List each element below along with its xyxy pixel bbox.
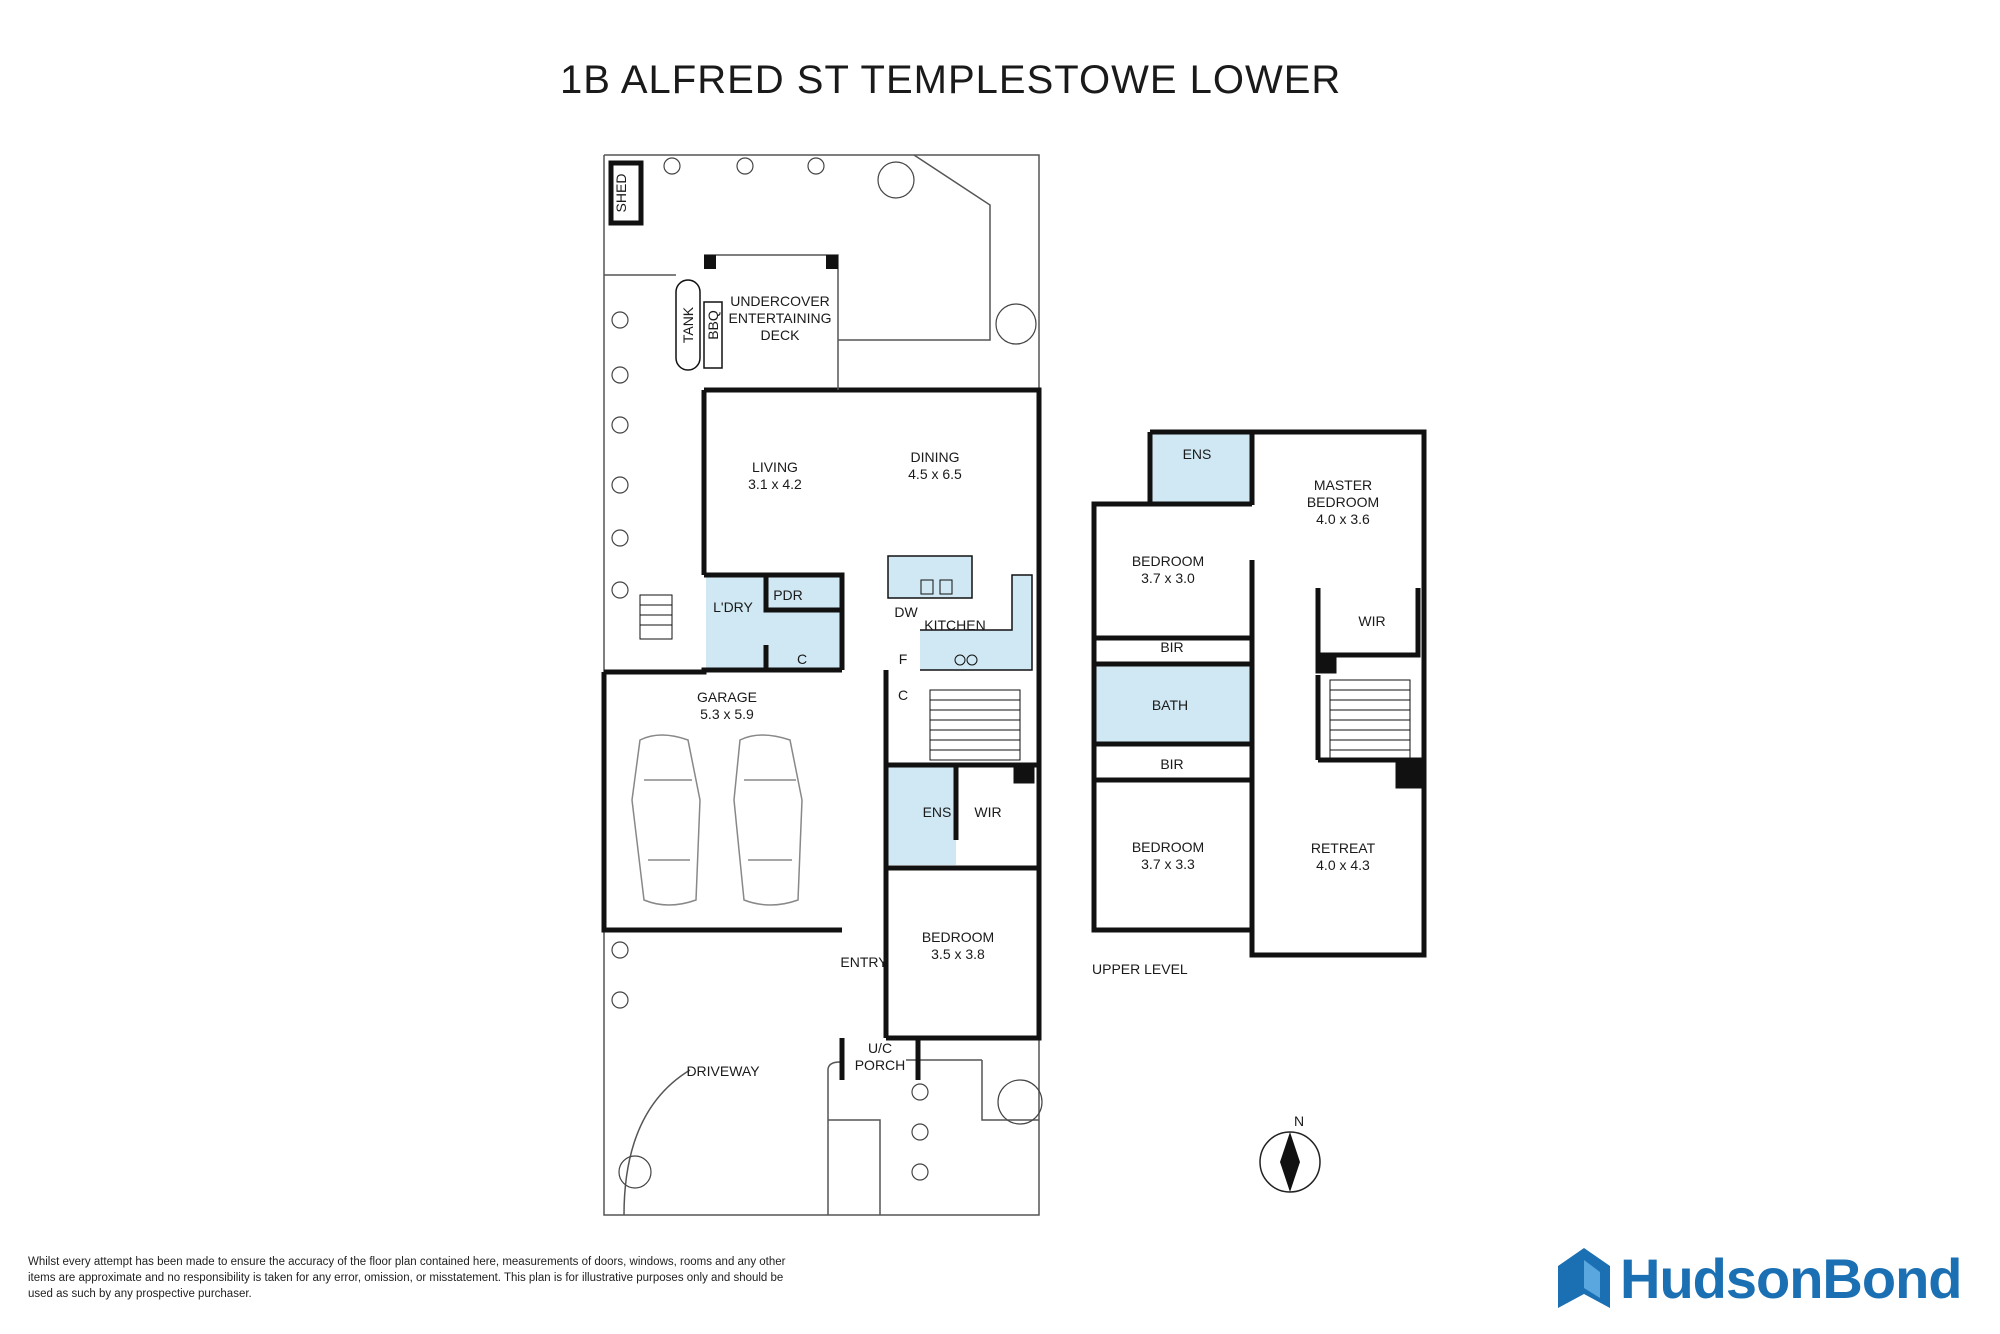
upper-floor-walls	[1091, 429, 1427, 958]
master-bedroom-dimensions: 4.0 x 3.6	[1316, 511, 1370, 527]
tree-icons	[611, 157, 1043, 1189]
laundry-label: L'DRY	[713, 599, 753, 615]
retreat-label: RETREAT	[1311, 840, 1376, 856]
bbq-label: BBQ	[705, 310, 721, 340]
deck-label-2: ENTERTAINING	[729, 310, 832, 326]
bedroom-label: BEDROOM	[922, 929, 994, 945]
room-labels: SHED TANK BBQ UNDERCOVER ENTERTAINING DE…	[613, 174, 1386, 1079]
disclaimer-text: Whilst every attempt has been made to en…	[28, 1256, 786, 1300]
cupboard-label-2: C	[898, 687, 908, 703]
shed-label: SHED	[613, 174, 629, 213]
bedroom-3-label: BEDROOM	[1132, 839, 1204, 855]
bedroom-2-dimensions: 3.7 x 3.0	[1141, 570, 1195, 586]
upper-ensuite-label: ENS	[1183, 446, 1212, 462]
bedroom-2-label: BEDROOM	[1132, 553, 1204, 569]
dining-label: DINING	[911, 449, 960, 465]
bedroom-3-dimensions: 3.7 x 3.3	[1141, 856, 1195, 872]
bir-label-2: BIR	[1160, 756, 1183, 772]
pdr-label: PDR	[773, 587, 803, 603]
tank-label: TANK	[680, 306, 696, 343]
deck-label-3: DECK	[761, 327, 801, 343]
kitchen-fittings	[887, 555, 1033, 671]
compass-icon: N	[1259, 1113, 1321, 1193]
kitchen-label: KITCHEN	[924, 617, 985, 633]
porch-label-2: PORCH	[855, 1057, 906, 1073]
garage-dimensions: 5.3 x 5.9	[700, 706, 754, 722]
house-logo-icon	[1558, 1248, 1610, 1308]
deck-label-1: UNDERCOVER	[730, 293, 830, 309]
upper-level-label: UPPER LEVEL	[1092, 961, 1188, 977]
ground-floor-walls	[601, 387, 1042, 1080]
dining-dimensions: 4.5 x 6.5	[908, 466, 962, 482]
bir-label-1: BIR	[1160, 639, 1183, 655]
cupboard-label: C	[797, 651, 807, 667]
entry-label: ENTRY	[840, 954, 888, 970]
wir-label: WIR	[974, 804, 1001, 820]
upper-stairs	[1329, 679, 1411, 761]
porch-label-1: U/C	[868, 1040, 892, 1056]
retreat-dimensions: 4.0 x 4.3	[1316, 857, 1370, 873]
deck	[608, 160, 839, 390]
ground-stairs	[639, 594, 1035, 784]
bedroom-dimensions: 3.5 x 3.8	[931, 946, 985, 962]
car-icon	[631, 734, 803, 906]
master-bedroom-label-1: MASTER	[1314, 477, 1372, 493]
hudsonbond-logo: HudsonBond	[1556, 1244, 1976, 1314]
garage-label: GARAGE	[697, 689, 757, 705]
driveway-label: DRIVEWAY	[686, 1063, 760, 1079]
logo-text: HudsonBond	[1620, 1247, 1962, 1310]
living-label: LIVING	[752, 459, 798, 475]
upper-wir-label: WIR	[1358, 613, 1385, 629]
ensuite-label: ENS	[923, 804, 952, 820]
dishwasher-label: DW	[894, 604, 918, 620]
fridge-label: F	[899, 651, 908, 667]
compass-north-label: N	[1294, 1113, 1304, 1129]
bath-label: BATH	[1152, 697, 1188, 713]
living-dimensions: 3.1 x 4.2	[748, 476, 802, 492]
plan-title: 1B ALFRED ST TEMPLESTOWE LOWER	[560, 58, 1342, 102]
master-bedroom-label-2: BEDROOM	[1307, 494, 1379, 510]
